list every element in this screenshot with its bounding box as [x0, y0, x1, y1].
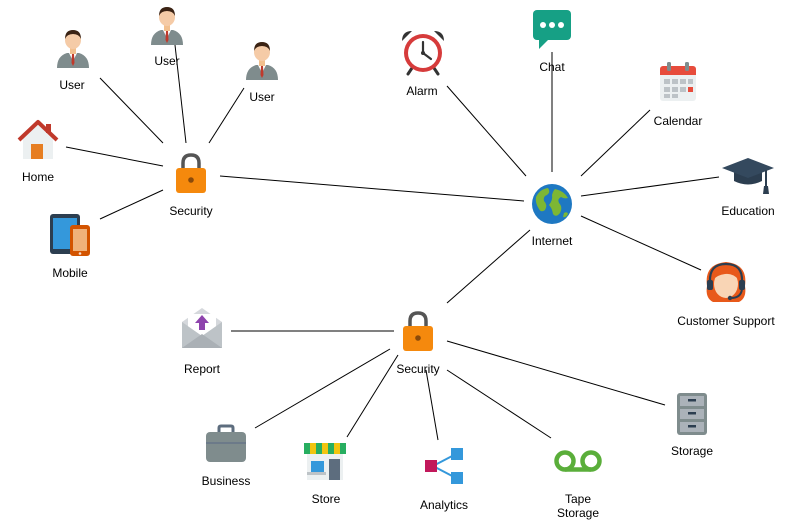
file-cabinet-icon — [677, 393, 707, 435]
padlock-icon — [176, 153, 206, 193]
node-label: Security — [169, 204, 213, 218]
padlock-icon — [403, 311, 433, 351]
user-icon — [246, 42, 278, 80]
edge-internet-alarm — [446, 85, 527, 177]
edge-security_bottom-analytics — [425, 369, 439, 441]
user-icon — [151, 7, 183, 45]
envelope-upload-icon — [182, 308, 222, 348]
edge-security_bottom-business — [254, 348, 391, 429]
node-label: Tape Storage — [556, 492, 600, 520]
node-label: Customer Support — [677, 314, 775, 328]
node-label: Education — [721, 204, 775, 218]
node-label: Chat — [539, 60, 565, 74]
node-label: Internet — [531, 234, 573, 248]
tablet-phone-icon — [50, 214, 90, 256]
node-label: Business — [201, 474, 251, 488]
edge-internet-security_bottom — [446, 229, 531, 304]
node-label: Calendar — [653, 114, 703, 128]
node-label: User — [154, 54, 180, 68]
calendar-icon — [660, 62, 696, 101]
node-label: Security — [396, 362, 440, 376]
edge-internet-education — [580, 176, 720, 197]
support-agent-icon — [706, 262, 746, 302]
chat-bubble-icon — [533, 10, 571, 49]
node-label: Analytics — [419, 498, 469, 512]
edge-security_bottom-tape — [446, 369, 552, 439]
user-icon — [57, 30, 89, 68]
edge-security_top-home — [65, 146, 164, 167]
house-icon — [17, 120, 59, 159]
node-label: Mobile — [52, 266, 88, 280]
tape-reel-icon — [554, 450, 602, 472]
storefront-icon — [304, 443, 346, 480]
globe-icon — [532, 184, 572, 224]
graduation-cap-icon — [722, 158, 774, 194]
network-share-icon — [425, 448, 463, 484]
node-label: Report — [183, 362, 221, 376]
node-label: Storage — [670, 444, 714, 458]
node-label: User — [59, 78, 85, 92]
briefcase-icon — [206, 424, 246, 462]
node-label: Home — [21, 170, 55, 184]
edge-internet-calendar — [580, 109, 651, 177]
edge-security_top-user2 — [174, 44, 187, 144]
node-label: User — [249, 90, 275, 104]
edge-security_bottom-store — [346, 354, 399, 438]
edge-internet-support — [580, 215, 702, 271]
edge-security_top-mobile — [99, 189, 164, 220]
node-label: Alarm — [406, 84, 438, 98]
edge-security_top-internet — [219, 175, 525, 202]
edge-security_top-user1 — [99, 77, 164, 144]
edge-security_bottom-storage — [446, 340, 666, 406]
alarm-clock-icon — [402, 31, 444, 76]
node-label: Store — [311, 492, 341, 506]
edge-security_top-user3 — [208, 87, 245, 144]
